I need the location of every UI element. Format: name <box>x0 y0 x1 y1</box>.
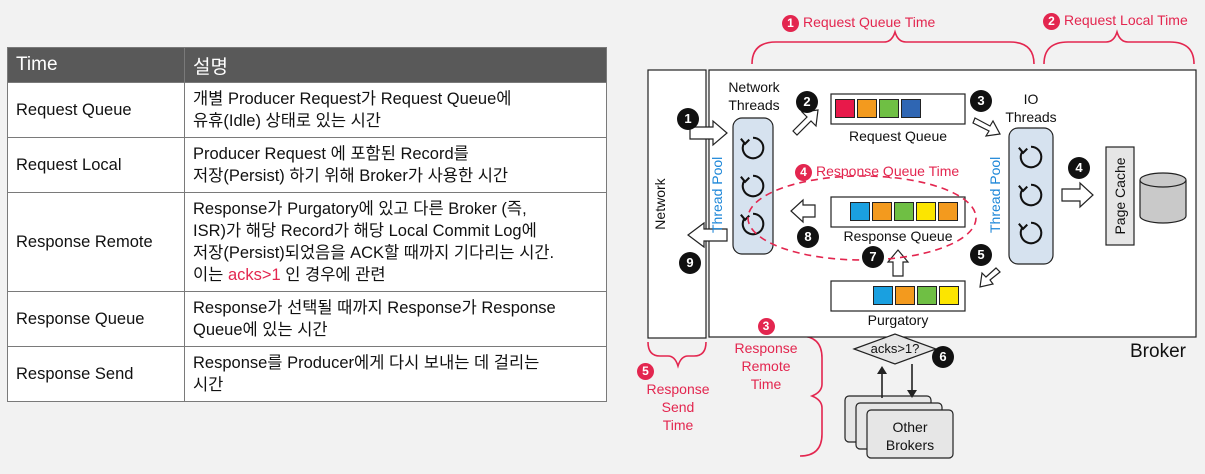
step-marker-4: 4 <box>1068 157 1090 179</box>
message-block <box>917 286 937 305</box>
response-remote-time-label: 3 Response Remote Time <box>734 318 798 392</box>
step-marker-5: 5 <box>970 244 992 266</box>
arrow-from-request-queue <box>972 117 1001 137</box>
broker-label: Broker <box>1130 341 1186 362</box>
message-block <box>872 202 892 221</box>
message-block <box>939 286 959 305</box>
step-marker-2: 2 <box>796 91 818 113</box>
header-description: 설명 <box>184 47 607 83</box>
message-block <box>857 99 877 118</box>
network-label: Network <box>652 178 668 230</box>
brace-response-remote-time <box>799 335 823 457</box>
message-block <box>901 99 921 118</box>
response-queue-time-ellipse <box>747 175 977 261</box>
message-block <box>895 286 915 305</box>
step-marker-1: 1 <box>677 108 699 130</box>
io-thread-pool-label: Thread Pool <box>987 156 1003 233</box>
message-block <box>873 286 893 305</box>
acks-label: acks>1? <box>870 341 920 356</box>
arrow-out-network <box>687 221 728 249</box>
step-marker-7: 7 <box>862 246 884 268</box>
response-queue-messages <box>850 202 958 221</box>
message-block <box>850 202 870 221</box>
table-row: Request Local Producer Request 에 포함된 Rec… <box>7 137 607 193</box>
page-cache-label: Page Cache <box>1112 157 1128 235</box>
io-thread-pool <box>1008 127 1054 265</box>
step-marker-3: 3 <box>970 90 992 112</box>
message-block <box>894 202 914 221</box>
response-send-time-marker: 5 <box>637 362 658 380</box>
row-name: Response Send <box>7 346 185 402</box>
request-queue-messages <box>835 99 921 118</box>
message-block <box>938 202 958 221</box>
request-queue-label: Request Queue <box>848 128 948 144</box>
brace-request-local-time <box>1043 29 1195 65</box>
step-marker-6: 6 <box>932 346 954 368</box>
arrow-to-purgatory <box>979 267 1001 288</box>
step-marker-9: 9 <box>679 252 701 274</box>
table-row: Response Remote Response가 Purgatory에 있고 … <box>7 192 607 292</box>
response-queue-label: Response Queue <box>843 228 953 244</box>
acks-highlight: acks>1 <box>227 266 281 284</box>
purgatory-messages <box>873 286 959 305</box>
arrow-in-network <box>689 119 728 147</box>
table-row: Request Queue 개별 Producer Request가 Reque… <box>7 82 607 138</box>
brace-response-send-time <box>647 341 707 369</box>
broker-card <box>866 409 954 459</box>
network-thread-pool-label: Thread Pool <box>709 156 725 233</box>
arrow-to-response-queue <box>790 198 816 224</box>
message-block <box>879 99 899 118</box>
row-name: Request Local <box>7 137 185 193</box>
message-block <box>916 202 936 221</box>
table-row: Response Queue Response가 선택될 때까지 Respons… <box>7 291 607 347</box>
arrow-to-page-cache <box>1061 181 1094 209</box>
disk-top <box>1139 172 1187 188</box>
header-time: Time <box>7 47 185 83</box>
disk-icon <box>1139 180 1187 224</box>
page-cache-box <box>1105 146 1135 246</box>
brace-request-queue-time <box>751 29 1035 65</box>
row-name: Response Remote <box>7 192 185 292</box>
table-header-row: Time 설명 <box>7 47 607 83</box>
row-name: Response Queue <box>7 291 185 347</box>
timing-table: Time 설명 Request Queue 개별 Producer Reques… <box>7 47 607 402</box>
arrow-to-request-queue <box>792 109 819 136</box>
message-block <box>835 99 855 118</box>
table-row: Response Send Response를 Producer에게 다시 보내… <box>7 346 607 402</box>
response-send-time-label: Response Send Time <box>646 381 710 433</box>
row-description: Response가 Purgatory에 있고 다른 Broker (즉,ISR… <box>184 192 607 292</box>
purgatory-label: Purgatory <box>867 312 929 328</box>
step-marker-8: 8 <box>797 226 819 248</box>
